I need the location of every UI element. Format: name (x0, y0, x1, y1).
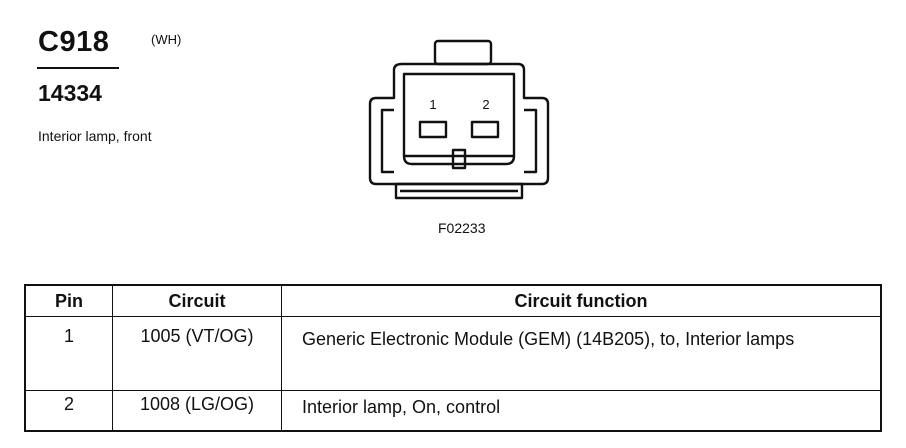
polarizing-key (451, 148, 467, 170)
connector-shell (368, 62, 550, 186)
header-pin: Pin (24, 284, 113, 317)
pin-2-terminal (470, 120, 500, 139)
table-row: 2 1008 (LG/OG) Interior lamp, On, contro… (24, 390, 882, 432)
pin-1-label: 1 (429, 97, 436, 112)
pin-2-label: 2 (482, 97, 489, 112)
connector-description: Interior lamp, front (38, 128, 152, 144)
base-plate (394, 182, 524, 200)
circuit-cell: 1008 (LG/OG) (112, 390, 282, 432)
function-cell: Interior lamp, On, control (281, 390, 882, 432)
figure-code: F02233 (438, 220, 486, 236)
connector-cavity (402, 72, 516, 166)
connector-face-diagram: 1 2 (368, 39, 550, 200)
table-header-row: Pin Circuit Circuit function (24, 284, 882, 317)
pin-cell: 1 (24, 316, 113, 391)
header-circuit-function: Circuit function (281, 284, 882, 317)
pin-cell: 2 (24, 390, 113, 432)
connector-id: C918 (38, 26, 110, 58)
function-cell: Generic Electronic Module (GEM) (14B205)… (281, 316, 882, 391)
part-number: 14334 (38, 80, 102, 106)
latch-tab (433, 39, 493, 66)
pin-1-terminal (418, 120, 448, 139)
header-circuit: Circuit (112, 284, 282, 317)
connector-id-underline (37, 67, 119, 69)
circuit-cell: 1005 (VT/OG) (112, 316, 282, 391)
pin-table: Pin Circuit Circuit function 1 1005 (VT/… (24, 284, 882, 432)
table-row: 1 1005 (VT/OG) Generic Electronic Module… (24, 316, 882, 391)
color-code: (WH) (151, 32, 182, 47)
